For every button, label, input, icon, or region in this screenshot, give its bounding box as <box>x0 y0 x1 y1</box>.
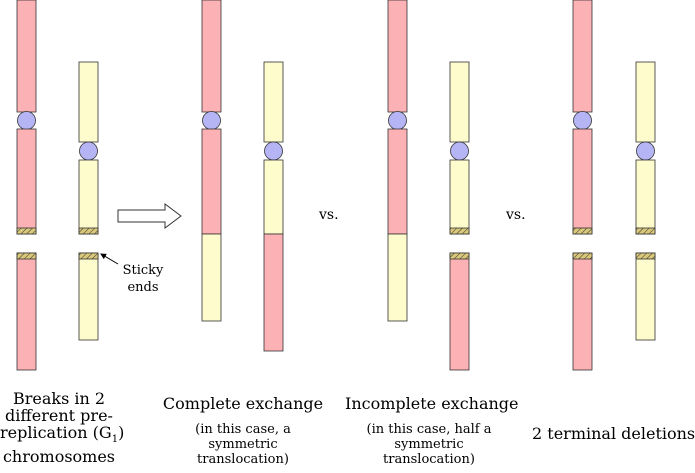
caption-breaks-subscript: 1 <box>111 434 119 446</box>
note-complete-line3: translocation) <box>197 452 289 467</box>
incomplete-b-fragment <box>449 252 470 371</box>
note-incomplete-line2: symmetric <box>394 437 464 452</box>
panel-deletions <box>572 0 656 371</box>
deletion-a-upper-arm <box>572 0 593 113</box>
panel-incomplete <box>387 0 470 371</box>
chromosome-a-centromere <box>17 111 36 130</box>
deletion-b-upper-arm <box>635 61 656 143</box>
transition-arrow <box>117 203 182 229</box>
deletion-b-fragment-sticky-end <box>635 252 656 260</box>
complete-a-lower-arm <box>201 128 222 235</box>
incomplete-a-centromere <box>388 111 407 130</box>
caption-breaks-line1: Breaks in 2 <box>12 389 106 408</box>
chromosome-b-centromere <box>79 141 98 161</box>
sticky-ends-label: Sticky ends <box>118 262 168 296</box>
complete-b-centromere <box>264 141 283 161</box>
caption-incomplete: Incomplete exchange <box>345 394 519 413</box>
chromosome-a-upper-arm <box>16 0 37 113</box>
sticky-ends-pointer <box>100 253 119 265</box>
note-complete: (in this case, a symmetric translocation… <box>170 422 316 467</box>
sticky-ends-line1: Sticky <box>122 263 164 278</box>
complete-a-translocated-segment <box>201 233 222 322</box>
chromosome-a-broken-fragment <box>16 252 37 371</box>
deletion-a-sticky-end <box>572 227 593 235</box>
complete-b-translocated-segment <box>263 233 284 352</box>
deletion-a-centromere <box>573 111 592 130</box>
incomplete-b-lower-arm <box>449 159 470 235</box>
incomplete-b-centromere <box>450 141 469 161</box>
incomplete-b-upper-arm <box>449 61 470 143</box>
chromosome-b-lower-arm <box>78 159 99 235</box>
note-complete-line2: symmetric <box>208 437 278 452</box>
chromosome-b-sticky-end-top <box>78 227 99 235</box>
deletion-b-sticky-end <box>635 227 656 235</box>
vs-label-1: vs. <box>319 207 339 223</box>
chromosome-a-lower-arm <box>16 128 37 235</box>
caption-deletions: 2 terminal deletions <box>532 424 695 443</box>
deletion-b-centromere <box>636 141 655 161</box>
caption-breaks-line4: chromosomes <box>2 447 116 467</box>
chromosome-diagram <box>16 0 656 371</box>
complete-b-upper-arm <box>263 61 284 143</box>
caption-complete: Complete exchange <box>162 394 324 413</box>
complete-a-upper-arm <box>201 0 222 113</box>
caption-breaks-line3: replication (G1) <box>0 423 124 448</box>
caption-breaks-line3-text: replication (G <box>0 423 112 442</box>
incomplete-b-fragment-sticky-end <box>449 252 470 260</box>
deletion-b-fragment <box>635 252 656 341</box>
complete-b-lower-arm <box>263 159 284 235</box>
note-complete-line1: (in this case, a <box>195 422 291 437</box>
caption-breaks: Breaks in 2 different pre- replication (… <box>0 389 124 467</box>
caption-breaks-line2: different pre- <box>5 406 113 425</box>
complete-a-centromere <box>202 111 221 130</box>
panel-complete <box>201 0 284 352</box>
deletion-a-lower-arm <box>572 128 593 235</box>
incomplete-b-sticky-end <box>449 227 470 235</box>
chromosome-a-sticky-end-top <box>16 227 37 235</box>
chromosome-a-sticky-end-bottom <box>16 252 37 260</box>
chromosome-b-upper-arm <box>78 61 99 143</box>
note-incomplete-line1: (in this case, half a <box>366 422 492 437</box>
note-incomplete-line3: translocation) <box>383 452 475 467</box>
caption-breaks-line3-close: ) <box>118 423 125 442</box>
incomplete-a-upper-arm <box>387 0 408 113</box>
note-incomplete: (in this case, half a symmetric transloc… <box>355 422 503 467</box>
deletion-a-fragment <box>572 252 593 371</box>
panel-breaks <box>16 0 119 371</box>
chromosome-b-sticky-end-bottom <box>78 252 99 260</box>
incomplete-a-translocated-segment <box>387 233 408 322</box>
chromosome-b-broken-fragment <box>78 252 99 341</box>
sticky-ends-line2: ends <box>127 280 159 295</box>
incomplete-a-lower-arm <box>387 128 408 235</box>
deletion-b-lower-arm <box>635 159 656 235</box>
deletion-a-fragment-sticky-end <box>572 252 593 260</box>
vs-label-2: vs. <box>506 207 526 223</box>
